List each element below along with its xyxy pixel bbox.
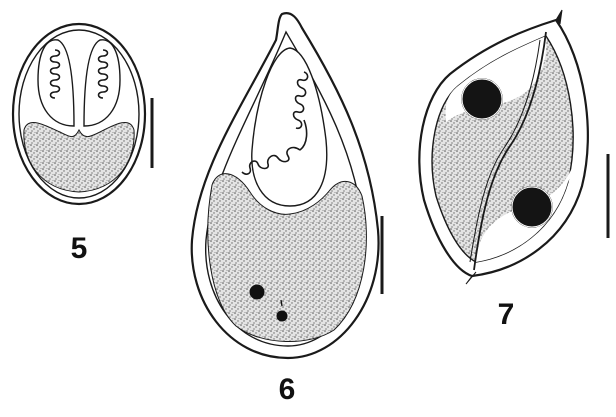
spore-6-nucleus-mark bbox=[281, 300, 282, 306]
figure-label-6: 6 bbox=[267, 375, 307, 405]
spore-6-nucleus-a bbox=[250, 285, 265, 300]
figure-label-5: 5 bbox=[59, 234, 99, 264]
spore-figure-6 bbox=[192, 13, 379, 358]
spore-6-nucleus-b bbox=[277, 311, 288, 322]
spore-figure-5 bbox=[13, 24, 145, 204]
spore-figure-7 bbox=[419, 10, 588, 284]
figure-label-7: 7 bbox=[486, 300, 526, 330]
